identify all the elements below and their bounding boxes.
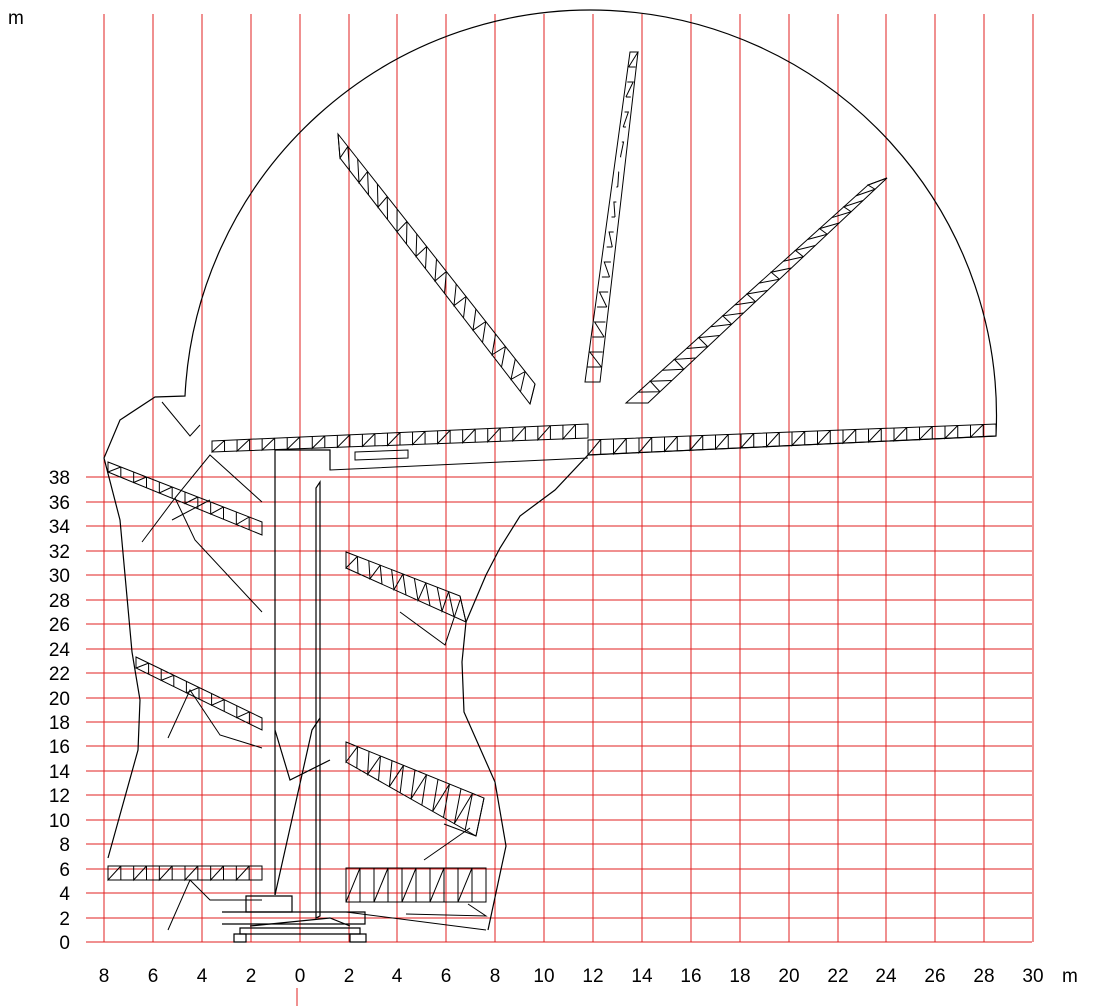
x-tick-label: 8 [490,966,501,987]
x-tick-label: 16 [680,966,701,987]
x-tick-label: 28 [973,966,994,987]
y-tick-label: 18 [49,713,70,734]
y-tick-label: 32 [49,542,70,563]
y-tick-label: 34 [49,517,71,538]
x-tick-label: 10 [533,966,554,987]
left-jib-middle [135,656,263,749]
y-tick-label: 2 [59,909,70,930]
horizontal-jib [211,423,997,471]
x-axis-unit: m [1062,966,1078,987]
x-tick-label: 20 [778,966,799,987]
y-axis-unit: m [8,8,24,29]
y-tick-label: 4 [59,884,70,905]
jib-position-right [624,177,888,404]
x-tick-label: 12 [582,966,603,987]
y-tick-label: 38 [49,468,70,489]
y-tick-label: 22 [49,664,70,685]
x-tick-label: 30 [1022,966,1043,987]
right-jib-lower [345,867,488,931]
x-tick-label: 8 [99,966,110,987]
x-tick-label: 0 [295,966,306,987]
machine-base [222,717,367,943]
y-tick-label: 0 [59,933,70,954]
left-jib-upper [107,401,263,613]
right-jib-middle [345,741,485,861]
x-tick-label: 22 [827,966,848,987]
y-tick-label: 16 [49,737,70,758]
x-tick-label: 18 [729,966,750,987]
working-envelope [103,9,998,931]
jib-position-vertical [584,51,639,383]
y-tick-label: 8 [59,835,70,856]
jib-position-left [337,132,536,406]
y-tick-label: 14 [49,762,71,783]
right-jib-upper [345,551,467,646]
left-jib-lower [107,865,263,931]
x-tick-label: 26 [924,966,945,987]
y-tick-label: 12 [49,786,70,807]
x-tick-label: 14 [631,966,653,987]
x-tick-label: 2 [344,966,355,987]
x-tick-label: 24 [875,966,897,987]
y-tick-label: 26 [49,615,70,636]
x-tick-label: 4 [392,966,403,987]
x-tick-label: 6 [441,966,452,987]
boom-column [274,449,331,919]
y-tick-label: 6 [59,860,70,881]
y-tick-label: 28 [49,591,70,612]
x-tick-label: 6 [148,966,159,987]
y-tick-label: 30 [49,566,70,587]
y-tick-label: 10 [49,811,70,832]
y-tick-label: 20 [49,689,70,710]
grid [86,14,1034,943]
x-tick-label: 2 [246,966,257,987]
y-tick-label: 36 [49,493,70,514]
x-tick-label: 4 [197,966,208,987]
y-tick-label: 24 [49,640,71,661]
